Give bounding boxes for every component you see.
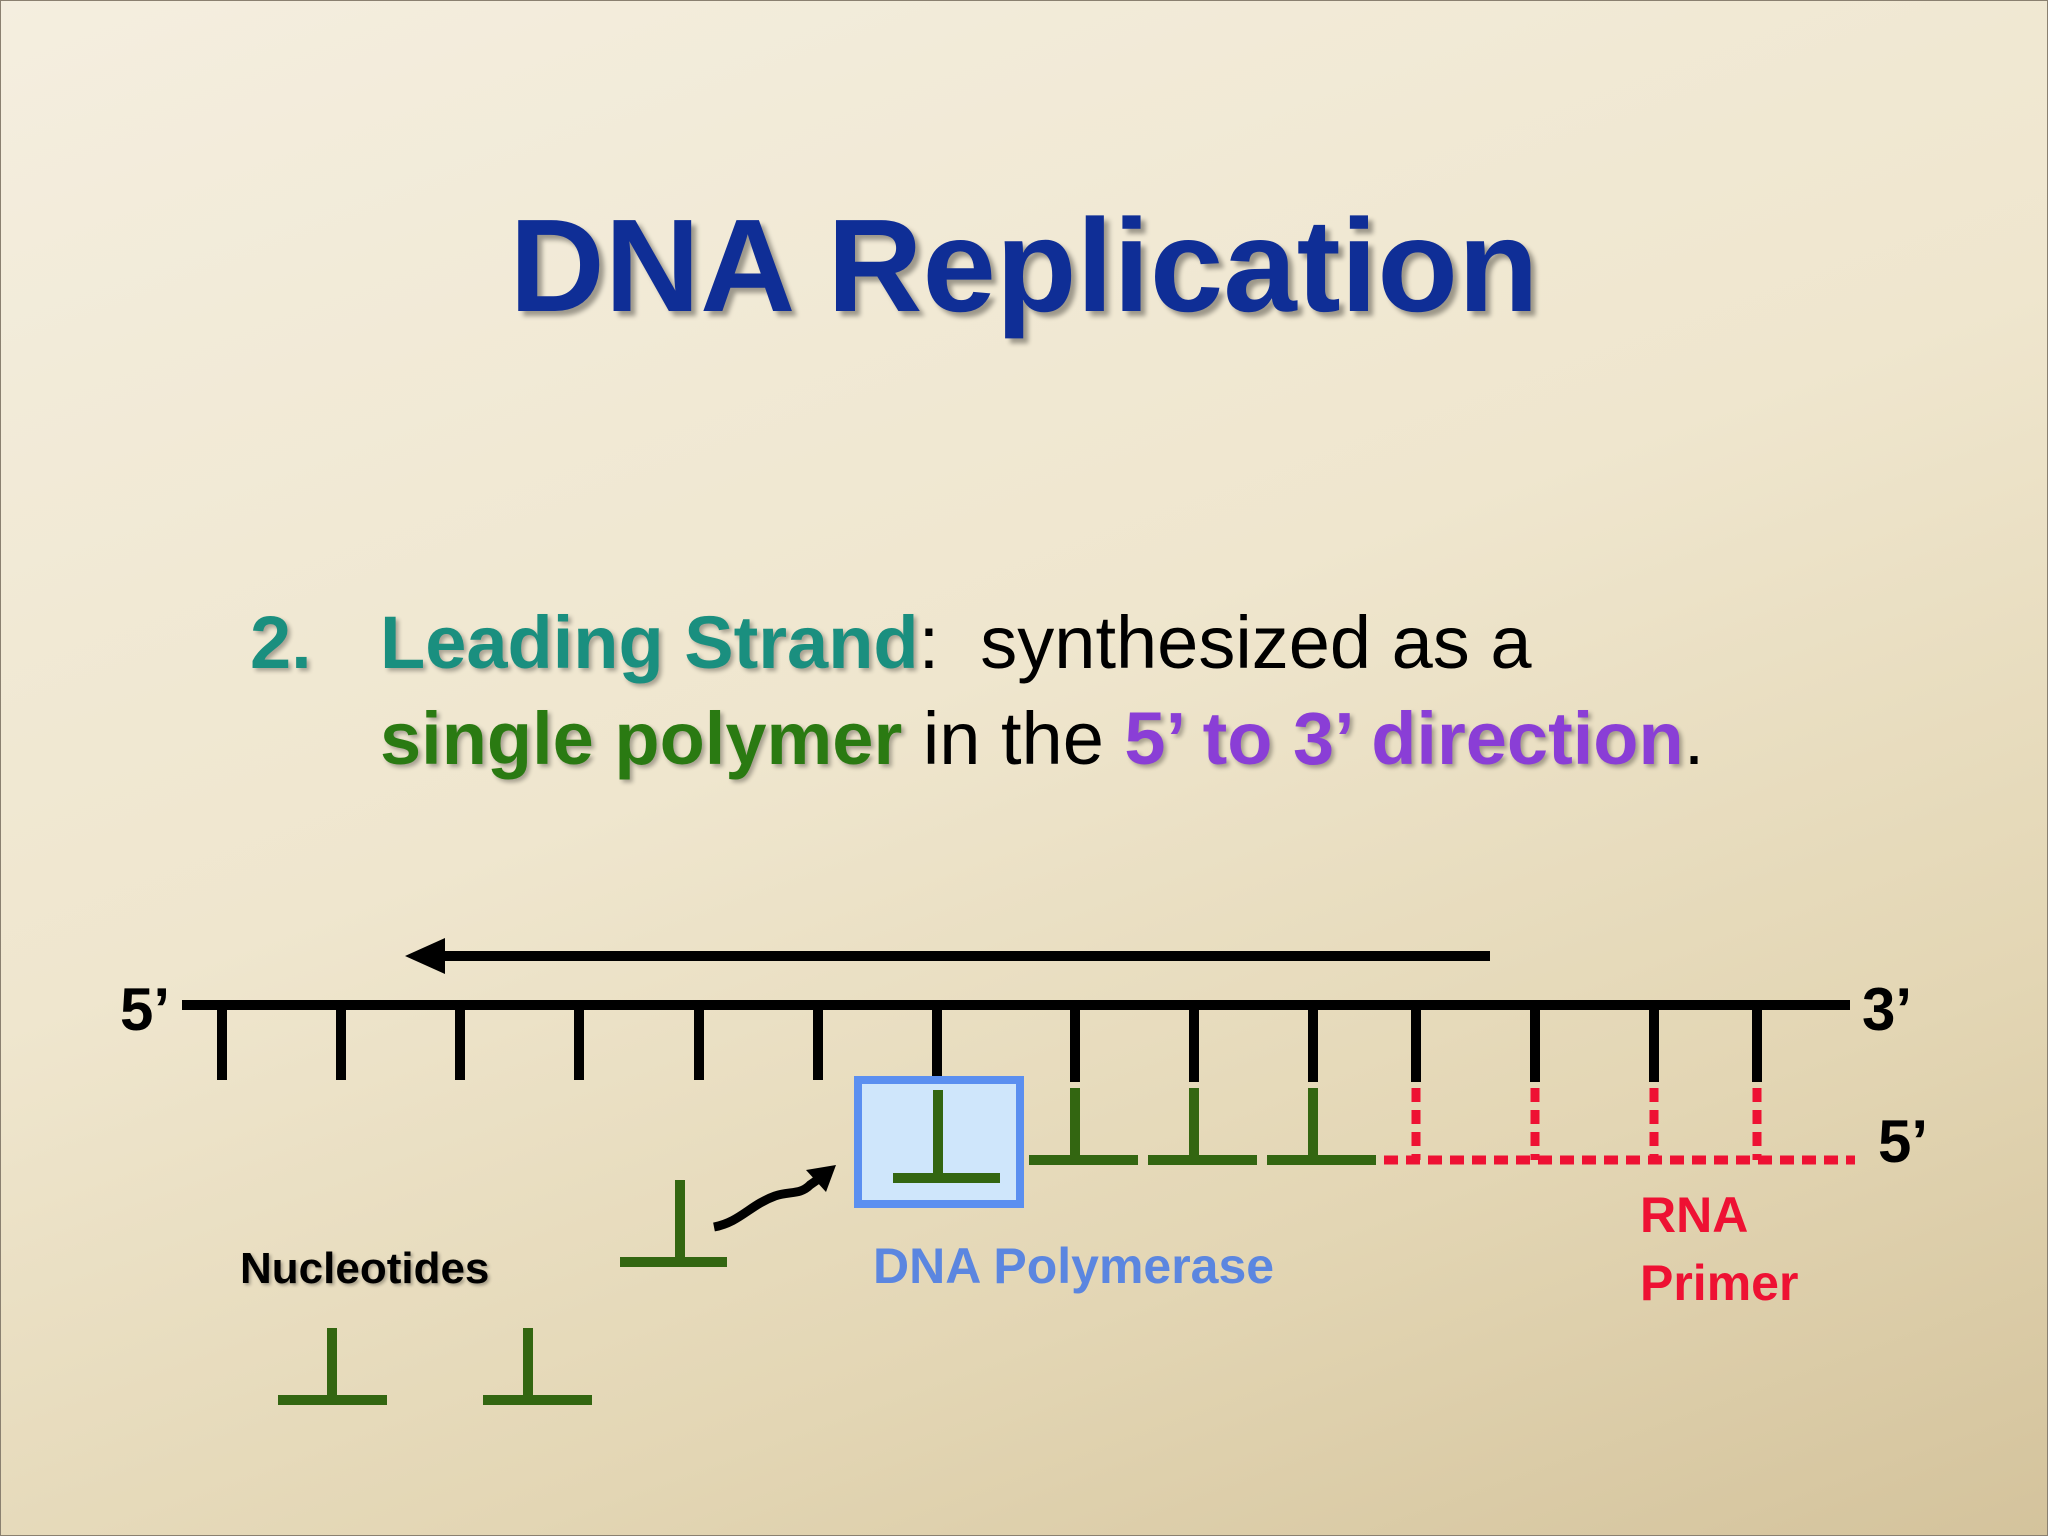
highlight-direction: 5’ to 3’ direction (1124, 697, 1684, 780)
bullet-text-1: synthesized as a (939, 601, 1532, 684)
nucleotide-arrow (712, 1165, 836, 1232)
new-strand-nucleotides (1029, 1088, 1376, 1165)
highlight-single-polymer: single polymer (380, 697, 903, 780)
dna-polymerase-label: DNA Polymerase (873, 1238, 1274, 1294)
bullet-leading-strand: 2. Leading Strand: synthesized as a singl… (0, 600, 2048, 800)
rna-primer-label-1: RNA (1640, 1187, 1748, 1243)
term-leading-strand: Leading Strand (380, 601, 919, 684)
bullet-period: . (1683, 697, 1705, 780)
template-3-prime-label: 3’ (1862, 976, 1912, 1043)
rna-primer-label-2: Primer (1640, 1255, 1798, 1311)
slide-title: DNA Replication (509, 192, 1539, 339)
term-colon: : (918, 601, 940, 684)
bullet-text-2: in the (902, 697, 1125, 780)
new-strand-5-prime-label: 5’ (1878, 1108, 1928, 1175)
rna-primer-strand (1384, 1088, 1855, 1165)
template-5-prime-label: 5’ (120, 976, 170, 1043)
free-nucleotides (278, 1180, 727, 1405)
bullet-line-1: 2. Leading Strand: synthesized as a (250, 600, 1532, 685)
bullet-number: 2. (250, 601, 312, 684)
dna-polymerase (854, 1076, 1024, 1208)
template-bases (217, 1005, 1762, 1082)
bullet-line-2: single polymer in the 5’ to 3’ direction… (380, 696, 1704, 781)
nucleotides-label: Nucleotides (240, 1244, 489, 1293)
direction-arrow (405, 938, 1490, 974)
